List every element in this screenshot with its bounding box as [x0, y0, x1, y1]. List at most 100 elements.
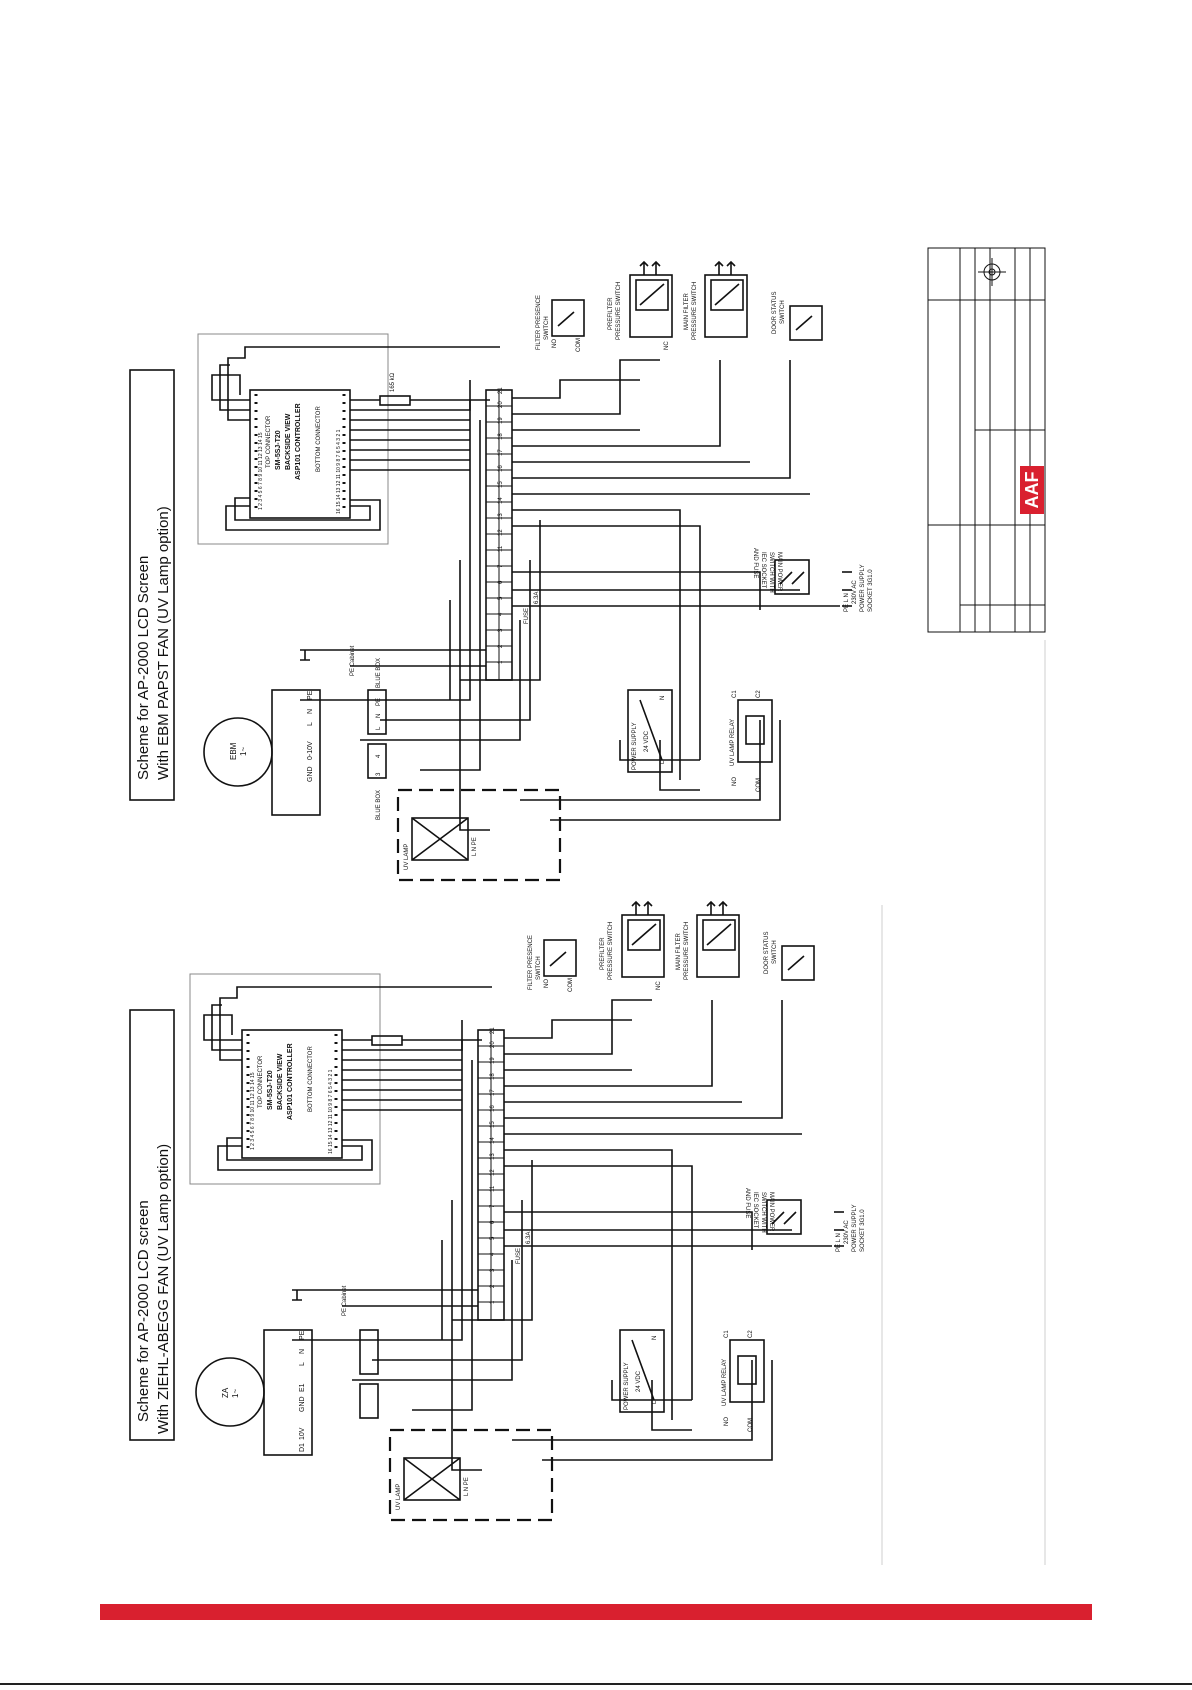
terminal-17: 17 [498, 449, 504, 456]
controller-name: ASP101 CONTROLLER [287, 1043, 294, 1120]
relay-pin-c2: C2 [748, 1330, 754, 1338]
main-filter-line1: MAIN FILTER [684, 292, 690, 330]
terminal-19: 19 [490, 1057, 496, 1064]
main-power-line1: MAIN POWER [776, 552, 782, 592]
power-supply-out: 24 VDC [644, 730, 650, 752]
power-supply-label: POWER SUPPLY [632, 722, 638, 770]
prefilter-line2: PRESSURE SWITCH [616, 282, 622, 340]
terminal-15: 15 [490, 1121, 496, 1128]
terminal-16: 16 [498, 465, 504, 472]
title-frame-ebm [129, 369, 175, 801]
filter-presence-line2: SWITCH [536, 956, 542, 980]
controller-view: BACKSIDE VIEW [285, 413, 292, 470]
terminal-13: 13 [490, 1153, 496, 1160]
bottom-pins: 16 15 14 13 12 11 10 9 8 7 6 5 4 3 2 1 [328, 1069, 334, 1154]
title-frame-za [129, 1009, 175, 1441]
terminal-6: 6 [498, 580, 504, 584]
filter-presence-line1: FILTER PRESENCE [536, 295, 542, 350]
prefilter-line2: PRESSURE SWITCH [608, 922, 614, 980]
bottom-pins: 16 15 14 13 12 11 10 9 8 7 6 5 4 3 2 1 [336, 429, 342, 514]
blue-box-2-label: BLUE BOX [376, 790, 382, 820]
relay-pin-c1: C1 [732, 690, 738, 698]
pe-cabinet-label: PE Cabinet [350, 645, 356, 676]
terminal-19: 19 [498, 417, 504, 424]
power-supply-label: POWER SUPPLY [624, 1362, 630, 1410]
terminal-3: 3 [498, 628, 504, 632]
fuse-label: FUSE [516, 1248, 522, 1264]
main-power-line3: IEC SOCKET [760, 552, 766, 589]
terminal-14: 14 [490, 1137, 496, 1144]
supply-line1: PE L N [844, 593, 850, 612]
switch-pin-no: NO [552, 339, 558, 348]
terminal-11: 11 [498, 545, 504, 552]
terminal-21: 21 [490, 1027, 496, 1034]
ps-pin-n: N [660, 696, 666, 700]
filter-presence-line1: FILTER PRESENCE [528, 935, 534, 990]
controller-top: TOP CONNECTOR [266, 415, 272, 468]
terminal-2: 2 [498, 644, 504, 648]
scheme-ebm-labels: Scheme for AP-2000 LCD Screen With EBM P… [129, 282, 874, 870]
main-power-line2: SWITCH WITH [760, 1192, 766, 1233]
fan-pin-l: L [299, 1362, 306, 1366]
terminal-1: 1 [498, 660, 504, 664]
supply-line3: POWER SUPPLY [860, 564, 866, 612]
terminal-5: 5 [490, 1236, 496, 1240]
main-filter-line2: PRESSURE SWITCH [684, 922, 690, 980]
title-block: AAF [927, 247, 1046, 633]
supply-line2: 230V AC [844, 1220, 850, 1244]
terminal-12: 12 [490, 1169, 496, 1176]
uv-lamp-pins: L N PE [464, 1477, 470, 1496]
fuse-rating: 6.3A [526, 1232, 532, 1244]
bottom-rule [0, 1683, 1192, 1685]
terminal-14: 14 [498, 497, 504, 504]
terminal-5: 5 [498, 596, 504, 600]
fan-pin-010v: 0-10V [307, 741, 314, 760]
resistor-label: 165 kΩ [390, 372, 396, 392]
terminal-21: 21 [498, 387, 504, 394]
terminal-16: 16 [490, 1105, 496, 1112]
terminal-13: 13 [498, 513, 504, 520]
fan-pin-d1: D1 [299, 1443, 306, 1452]
terminal-6: 6 [490, 1220, 496, 1224]
blue-box-1-pin-n: N [376, 714, 382, 718]
fuse-label: FUSE [524, 608, 530, 624]
fan-pin-e1: E1 [299, 1383, 306, 1392]
supply-line4: SOCKET 3G1.0 [860, 1209, 866, 1252]
main-filter-line2: PRESSURE SWITCH [692, 282, 698, 340]
switch-pin-com: COM [576, 338, 582, 352]
footer-accent-bar [100, 1604, 1092, 1620]
switch-pin-nc: NC [664, 341, 670, 350]
fan-pin-n: N [307, 709, 314, 714]
scheme-title-line2: With EBM PAPST FAN (UV Lamp option) [155, 506, 172, 780]
main-power-line1: MAIN POWER [768, 1192, 774, 1232]
controller-name: ASP101 CONTROLLER [295, 403, 302, 480]
relay-pin-c1: C1 [724, 1330, 730, 1338]
main-power-line2: SWITCH WITH [768, 552, 774, 593]
supply-line3: POWER SUPPLY [852, 1204, 858, 1252]
prefilter-line1: PREFILTER [600, 937, 606, 970]
door-status-line2: SWITCH [780, 300, 786, 324]
blue-box-2-pin-4: 4 [376, 754, 382, 758]
fan-pin-gnd: GND [307, 766, 314, 782]
terminal-20: 20 [490, 1041, 496, 1048]
prefilter-line1: PREFILTER [608, 297, 614, 330]
blue-box-1-pin-pe: PE [376, 698, 382, 706]
aaf-logo: AAF [1020, 466, 1044, 514]
terminal-7: 7 [490, 1204, 496, 1208]
ps-pin-l: L [652, 1400, 658, 1404]
ps-pin-n: N [652, 1336, 658, 1340]
main-power-line4: AND FUSE [752, 548, 758, 578]
blue-box-1-label: BLUE BOX [376, 658, 382, 688]
scheme-title-line1: Scheme for AP-2000 LCD screen [135, 1200, 152, 1422]
uv-relay-label: UV LAMP RELAY [730, 719, 736, 766]
supply-line1: PE L N [836, 1233, 842, 1252]
door-status-line1: DOOR STATUS [772, 292, 778, 334]
terminal-3: 3 [490, 1268, 496, 1272]
terminal-7: 7 [498, 564, 504, 568]
switch-pin-nc: NC [656, 981, 662, 990]
uv-lamp-label: UV LAMP [404, 844, 410, 870]
terminal-18: 18 [490, 1073, 496, 1080]
main-power-line3: IEC SOCKET [752, 1192, 758, 1229]
